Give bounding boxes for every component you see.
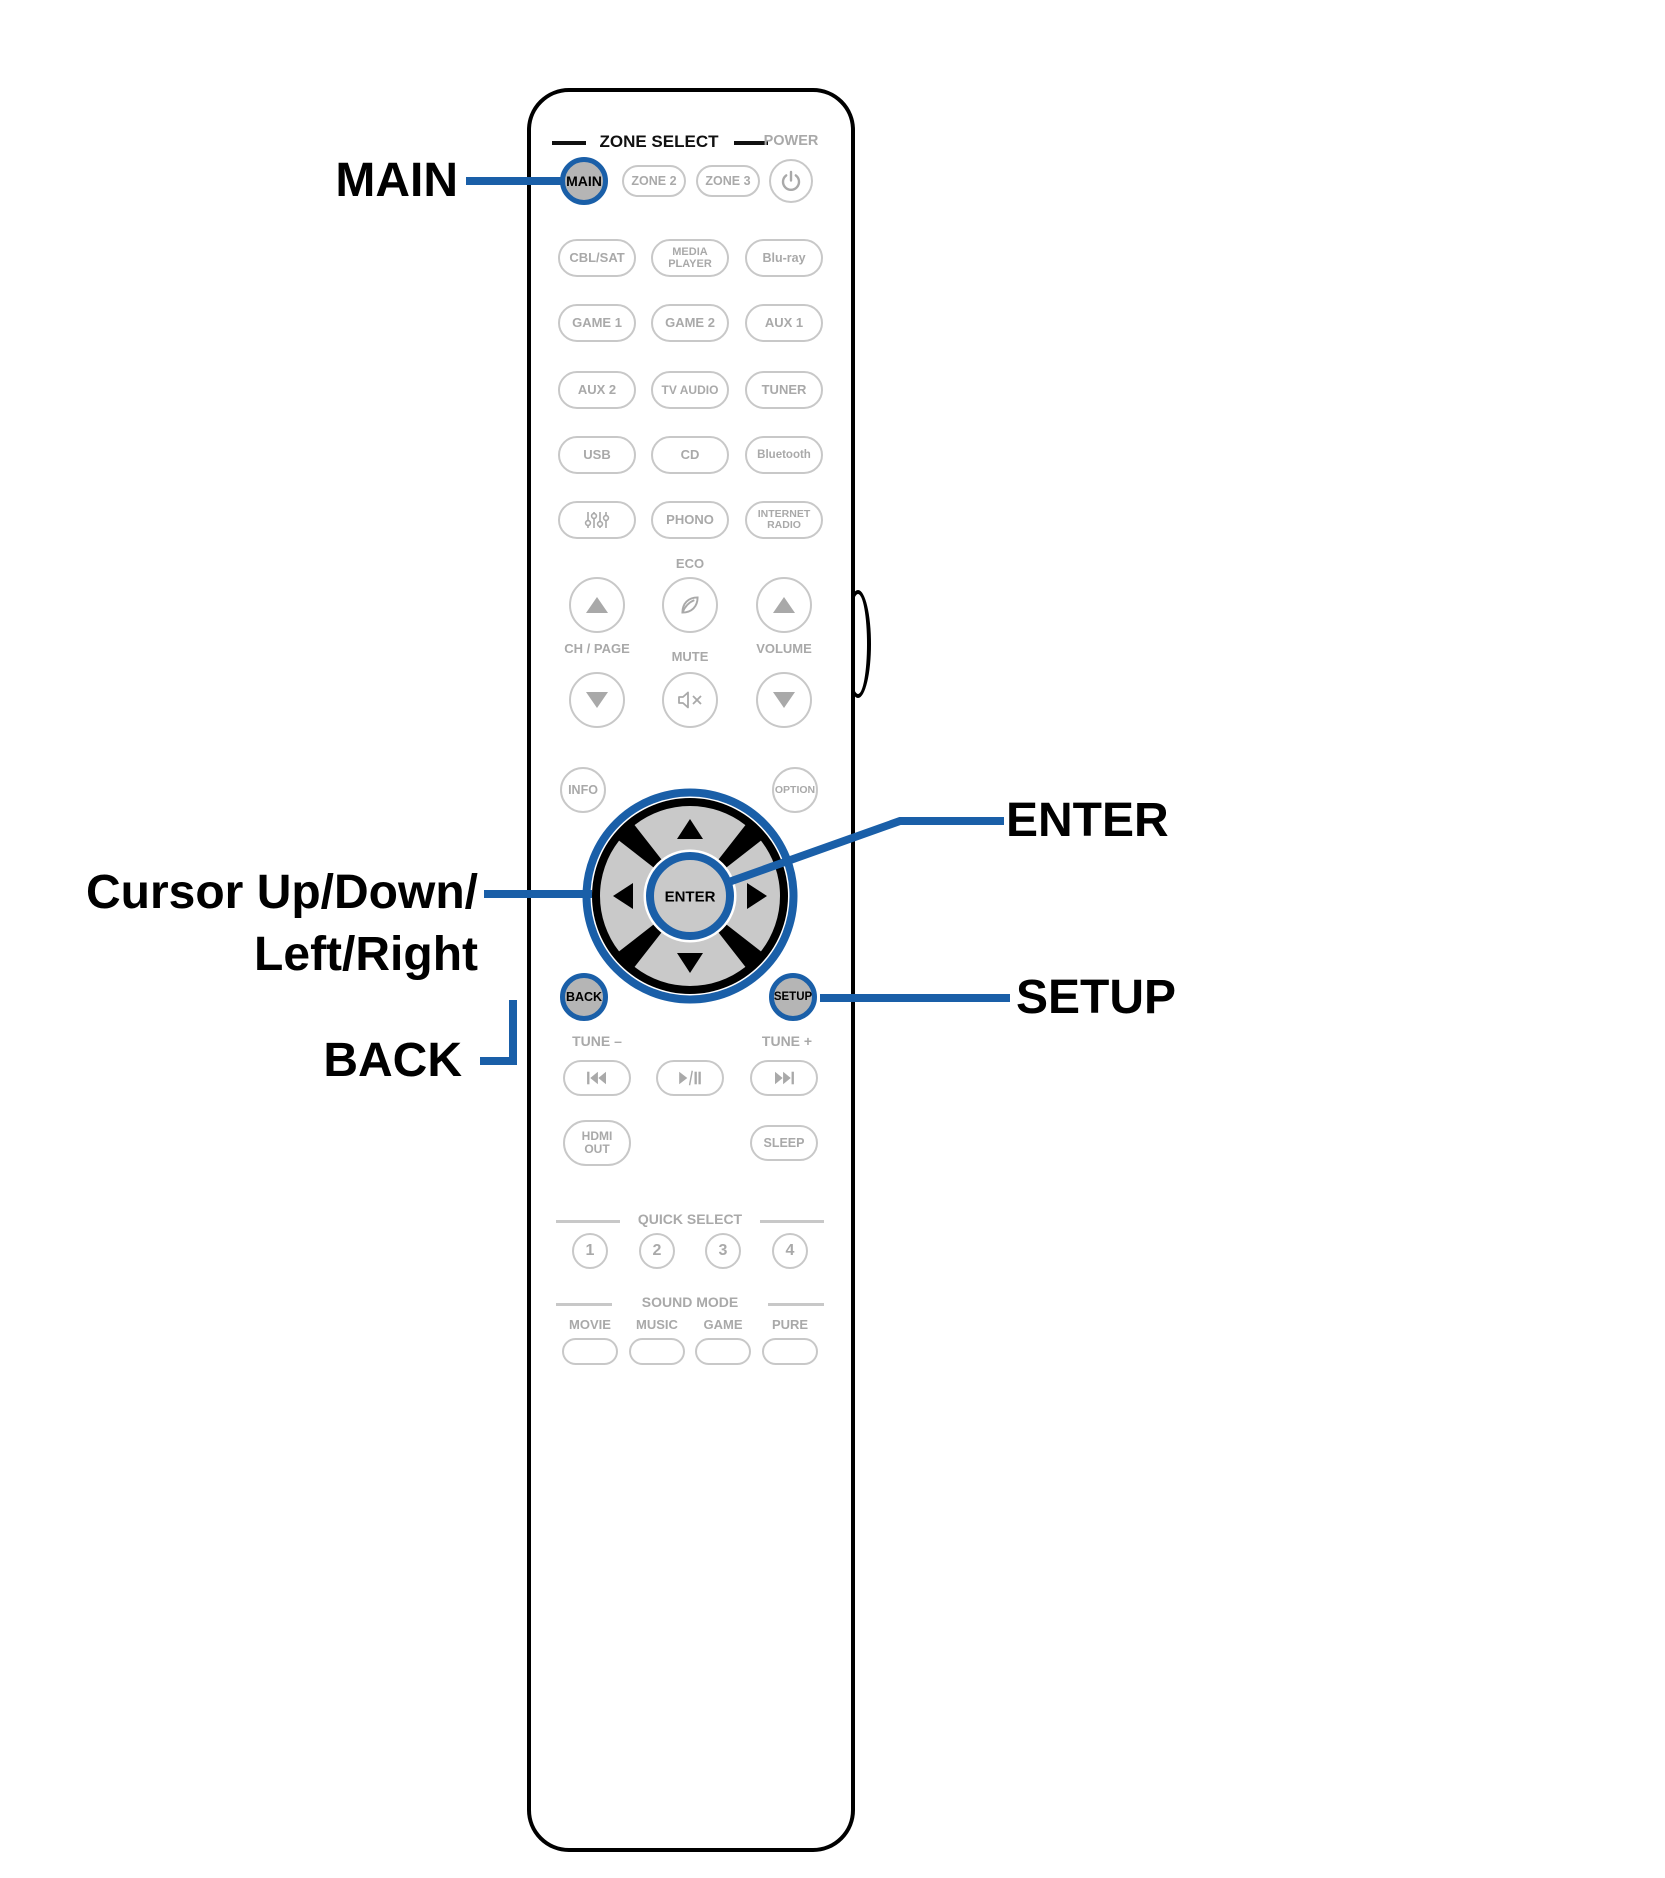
- cursor-up-arrow-icon: [677, 819, 703, 839]
- game2-button[interactable]: GAME 2: [651, 304, 729, 342]
- callout-enter: ENTER: [1006, 794, 1169, 847]
- option-button[interactable]: OPTION: [772, 767, 818, 813]
- skip-back-icon: [584, 1055, 610, 1101]
- setup-button[interactable]: SETUP: [769, 973, 817, 1021]
- power-label: POWER: [763, 133, 819, 149]
- cursor-left-arrow-icon: [613, 883, 633, 909]
- enter-button-label: ENTER: [665, 889, 716, 906]
- triangle-up-icon: [773, 597, 795, 613]
- tune-plus-label: TUNE +: [761, 1033, 813, 1049]
- aux1-button[interactable]: AUX 1: [745, 304, 823, 342]
- quick-select-line-left: [556, 1220, 620, 1223]
- zone-select-label: ZONE SELECT: [599, 132, 719, 151]
- movie-button[interactable]: [562, 1338, 618, 1365]
- internet-radio-button[interactable]: INTERNET RADIO: [745, 501, 823, 539]
- movie-label: MOVIE: [569, 1317, 611, 1332]
- pure-label: PURE: [771, 1317, 809, 1332]
- zone3-button[interactable]: ZONE 3: [696, 165, 760, 197]
- channel-down-button[interactable]: [569, 672, 625, 728]
- music-button[interactable]: [629, 1338, 685, 1365]
- skip-forward-icon: [771, 1055, 797, 1101]
- cursor-down-arrow-icon: [677, 953, 703, 973]
- main-zone-button[interactable]: MAIN: [560, 157, 608, 205]
- sound-mode-line-left: [556, 1303, 612, 1306]
- phono-button[interactable]: PHONO: [651, 501, 729, 539]
- quick-select-2-button[interactable]: 2: [639, 1233, 675, 1269]
- equalizer-icon: [584, 496, 610, 544]
- eco-button[interactable]: [662, 577, 718, 633]
- callout-back: BACK: [323, 1034, 462, 1087]
- triangle-up-icon: [586, 597, 608, 613]
- quick-select-label: QUICK SELECT: [637, 1211, 743, 1227]
- mute-button[interactable]: [662, 672, 718, 728]
- callout-cursor-line2: Left/Right: [254, 928, 478, 981]
- cursor-right-arrow-icon: [747, 883, 767, 909]
- play-pause-icon: [676, 1055, 704, 1101]
- channel-up-button[interactable]: [569, 577, 625, 633]
- back-callout-line: [480, 1000, 517, 1065]
- mute-label: MUTE: [671, 649, 709, 664]
- pure-button[interactable]: [762, 1338, 818, 1365]
- hdmi-out-button[interactable]: HDMI OUT: [563, 1120, 631, 1166]
- cbl-sat-button[interactable]: CBL/SAT: [558, 239, 636, 277]
- power-icon: [779, 155, 803, 207]
- skip-forward-button[interactable]: [750, 1060, 818, 1096]
- callout-cursor-line1: Cursor Up/Down/: [86, 866, 478, 919]
- volume-down-button[interactable]: [756, 672, 812, 728]
- callout-setup: SETUP: [1016, 971, 1177, 1024]
- back-button[interactable]: BACK: [560, 973, 608, 1021]
- zone-select-dash-right: [734, 141, 768, 145]
- triangle-down-icon: [773, 692, 795, 708]
- sleep-button[interactable]: SLEEP: [750, 1125, 818, 1161]
- ch-page-label: CH / PAGE: [564, 641, 630, 656]
- sound-mode-label: SOUND MODE: [641, 1294, 739, 1310]
- info-button[interactable]: INFO: [560, 767, 606, 813]
- play-pause-button[interactable]: [656, 1060, 724, 1096]
- cursor-pad: ENTER: [582, 788, 798, 1004]
- triangle-down-icon: [586, 692, 608, 708]
- tune-minus-label: TUNE –: [572, 1033, 622, 1049]
- sound-mode-line-right: [768, 1303, 824, 1306]
- cd-button[interactable]: CD: [651, 436, 729, 474]
- tv-audio-button[interactable]: TV AUDIO: [651, 371, 729, 409]
- power-button[interactable]: [769, 159, 813, 203]
- quick-select-1-button[interactable]: 1: [572, 1233, 608, 1269]
- blu-ray-button[interactable]: Blu-ray: [745, 239, 823, 277]
- volume-label: VOLUME: [756, 641, 812, 656]
- volume-up-button[interactable]: [756, 577, 812, 633]
- enter-button[interactable]: [646, 852, 734, 940]
- quick-select-4-button[interactable]: 4: [772, 1233, 808, 1269]
- zone2-button[interactable]: ZONE 2: [622, 165, 686, 197]
- skip-back-button[interactable]: [563, 1060, 631, 1096]
- callout-main: MAIN: [335, 154, 458, 207]
- media-player-button[interactable]: MEDIA PLAYER: [651, 239, 729, 277]
- eco-label: ECO: [675, 556, 705, 571]
- speaker-mute-icon: [676, 675, 704, 725]
- game-label: GAME: [703, 1317, 743, 1332]
- usb-button[interactable]: USB: [558, 436, 636, 474]
- callout-cursor: Cursor Up/Down/ Left/Right: [20, 862, 478, 986]
- equalizer-button[interactable]: [558, 501, 636, 539]
- zone-select-dash-left: [552, 141, 586, 145]
- quick-select-3-button[interactable]: 3: [705, 1233, 741, 1269]
- quick-select-line-right: [760, 1220, 824, 1223]
- tuner-button[interactable]: TUNER: [745, 371, 823, 409]
- bluetooth-button[interactable]: Bluetooth: [745, 436, 823, 474]
- leaf-icon: [677, 578, 703, 632]
- music-label: MUSIC: [636, 1317, 678, 1332]
- game1-button[interactable]: GAME 1: [558, 304, 636, 342]
- aux2-button[interactable]: AUX 2: [558, 371, 636, 409]
- game-button[interactable]: [695, 1338, 751, 1365]
